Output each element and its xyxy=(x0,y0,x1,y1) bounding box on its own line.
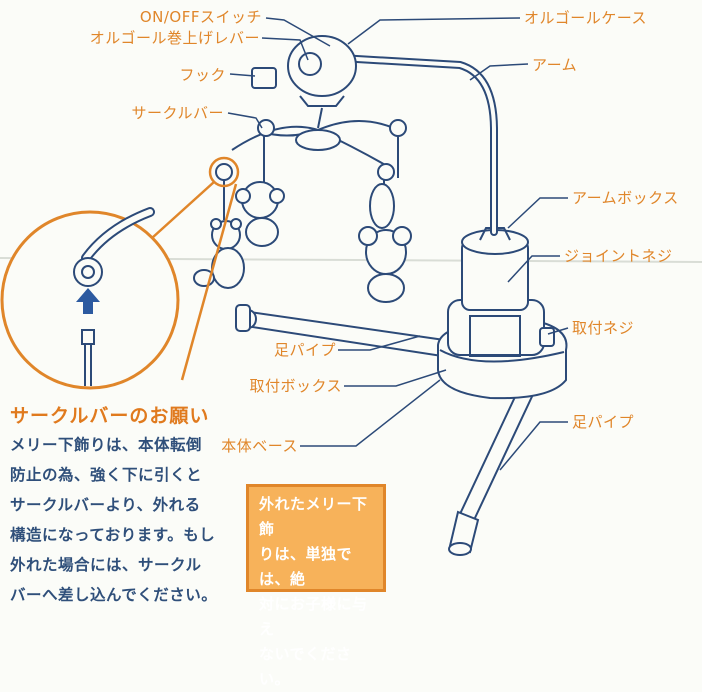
label-circle-bar: サークルバー xyxy=(131,104,224,122)
warning-line: りは、単独では、絶 xyxy=(259,545,353,588)
notice-line: 構造になっております。もし xyxy=(10,526,216,544)
warning-box: 外れたメリー下飾 りは、単独では、絶 対にお子様に与え ないでください。 xyxy=(246,484,386,688)
notice-title: サークルバーのお願い xyxy=(10,405,210,427)
label-mount-screw: 取付ネジ xyxy=(572,319,635,337)
label-music-box-case: オルゴールケース xyxy=(524,9,647,27)
label-mount-box: 取付ボックス xyxy=(249,377,342,395)
body-base-drawing xyxy=(437,299,568,400)
label-leg-pipe-left: 足パイプ xyxy=(273,341,336,359)
leg-pipe-right-drawing xyxy=(448,380,538,556)
label-leg-pipe-right: 足パイプ xyxy=(572,413,635,431)
warning-line: 外れたメリー下飾 xyxy=(259,495,368,538)
bear-toy-drawing xyxy=(193,218,245,289)
notice-line: 外れた場合には、サークル xyxy=(10,556,202,574)
label-body-base: 本体ベース xyxy=(221,437,298,455)
product-diagram xyxy=(0,17,702,556)
label-joint-screw: ジョイントネジ xyxy=(564,247,673,265)
label-arm-box: アームボックス xyxy=(572,189,679,207)
notice-line: サークルバーより、外れる xyxy=(10,496,201,514)
arm-box-drawing xyxy=(461,227,529,311)
music-box-case-drawing xyxy=(251,35,357,107)
detail-magnifier xyxy=(0,156,240,390)
mouse-toy-drawing xyxy=(358,183,412,303)
notice-body: メリー下飾りは、本体転倒 防止の為、強く下に引くと サークルバーより、外れる 構… xyxy=(10,430,260,610)
label-hook: フック xyxy=(179,66,226,84)
circle-bar-drawing xyxy=(215,107,407,220)
label-music-box-lever: オルゴール巻上げレバー xyxy=(89,29,260,47)
leader-lines xyxy=(227,17,569,471)
arm-drawing xyxy=(336,54,498,236)
notice-line: 防止の為、強く下に引くと xyxy=(10,466,203,484)
notice-line: メリー下飾りは、本体転倒 xyxy=(10,436,203,454)
warning-text: 外れたメリー下飾 りは、単独では、絶 対にお子様に与え ないでください。 xyxy=(259,492,381,692)
monkey-toy-drawing xyxy=(235,181,285,247)
label-arm: アーム xyxy=(532,56,578,74)
notice-line: バーへ差し込んでください。 xyxy=(10,586,218,604)
label-on-off-switch: ON/OFFスイッチ xyxy=(139,8,262,26)
up-arrow-icon xyxy=(76,288,100,314)
warning-line: ないでください。 xyxy=(259,645,352,688)
